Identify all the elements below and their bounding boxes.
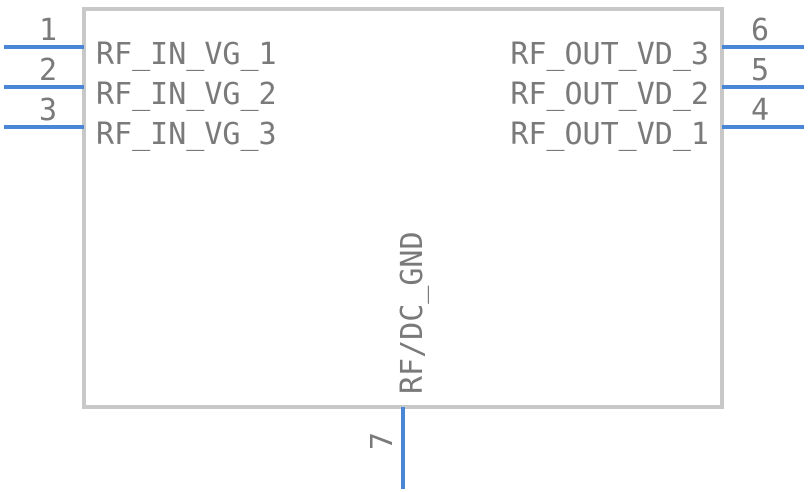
right-pin-6[interactable]: 6 RF_OUT_VD_3: [510, 13, 804, 72]
pin-label: RF_IN_VG_3: [96, 117, 277, 152]
left-pin-2[interactable]: 2 RF_IN_VG_2: [4, 53, 277, 112]
left-pin-1[interactable]: 1 RF_IN_VG_1: [4, 13, 277, 72]
pin-label: RF_OUT_VD_2: [510, 77, 709, 112]
right-pin-4[interactable]: 4 RF_OUT_VD_1: [510, 93, 804, 152]
pin-label: RF_IN_VG_2: [96, 77, 277, 112]
pin-number: 3: [39, 93, 57, 128]
pin-number: 2: [39, 53, 57, 88]
bottom-pin-7[interactable]: 7 RF/DC_GND: [365, 231, 430, 489]
pin-label: RF_OUT_VD_3: [510, 37, 709, 72]
pin-number: 7: [365, 432, 400, 450]
pin-label: RF_OUT_VD_1: [510, 117, 709, 152]
pin-number: 4: [751, 93, 769, 128]
pin-number: 1: [39, 13, 57, 48]
left-pin-3[interactable]: 3 RF_IN_VG_3: [4, 93, 277, 152]
pin-number: 6: [751, 13, 769, 48]
pin-label: RF/DC_GND: [395, 231, 430, 394]
pin-label: RF_IN_VG_1: [96, 37, 277, 72]
pin-number: 5: [751, 53, 769, 88]
component-body: [82, 7, 724, 409]
right-pin-5[interactable]: 5 RF_OUT_VD_2: [510, 53, 804, 112]
